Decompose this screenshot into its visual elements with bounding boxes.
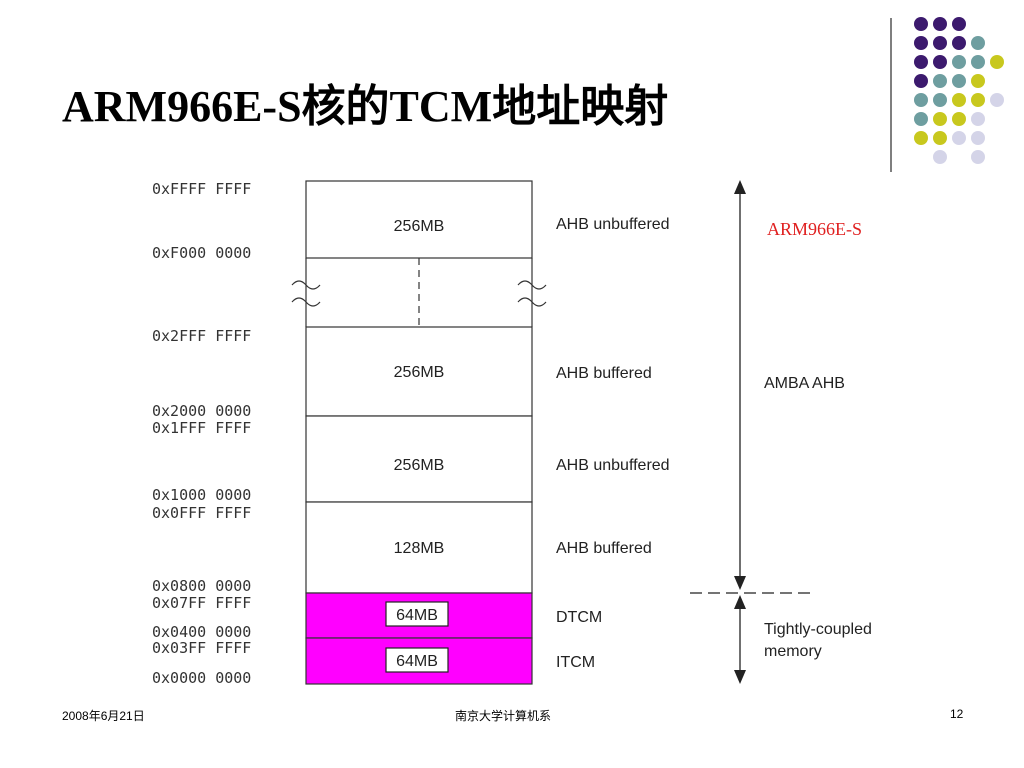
- address-label: 0x1FFF FFFF: [152, 419, 251, 437]
- dot: [933, 93, 947, 107]
- dot: [952, 93, 966, 107]
- dot: [990, 93, 1004, 107]
- region-size: 256MB: [394, 218, 445, 235]
- region-size: 64MB: [396, 653, 438, 670]
- arrow-head-down: [734, 670, 746, 684]
- region-label: AHB buffered: [556, 540, 652, 557]
- title-divider: [890, 18, 892, 172]
- tcm-label-line2: memory: [764, 643, 822, 660]
- dot: [952, 17, 966, 31]
- dot: [933, 36, 947, 50]
- address-label: 0x0800 0000: [152, 577, 251, 595]
- dot: [933, 17, 947, 31]
- footer-date: 2008年6月21日: [62, 709, 145, 723]
- region-size: 256MB: [394, 457, 445, 474]
- region-size: 128MB: [394, 540, 445, 557]
- dot: [952, 55, 966, 69]
- address-label: 0x1000 0000: [152, 486, 251, 504]
- address-label: 0x03FF FFFF: [152, 639, 251, 657]
- size-box: [385, 647, 449, 673]
- dot: [990, 55, 1004, 69]
- region-label: AHB unbuffered: [556, 457, 670, 474]
- dot: [914, 112, 928, 126]
- break-mark: [291, 280, 321, 307]
- address-label: 0x0400 0000: [152, 623, 251, 641]
- arrow-head-up: [734, 595, 746, 609]
- dot: [914, 74, 928, 88]
- address-label: 0x0000 0000: [152, 669, 251, 687]
- memory-block: [305, 415, 533, 503]
- address-label: 0xF000 0000: [152, 244, 251, 262]
- dot: [914, 36, 928, 50]
- page-number: 12: [950, 707, 964, 721]
- dot: [914, 55, 928, 69]
- address-label: 0x0FFF FFFF: [152, 504, 251, 522]
- dot: [952, 112, 966, 126]
- dot: [914, 131, 928, 145]
- dot: [914, 93, 928, 107]
- chip-label: ARM966E-S: [767, 219, 862, 239]
- dot: [933, 55, 947, 69]
- slide-title: ARM966E-S核的TCM地址映射: [62, 82, 669, 131]
- region-size: 64MB: [396, 607, 438, 624]
- memory-block: [305, 501, 533, 594]
- dot: [971, 131, 985, 145]
- region-label: AHB buffered: [556, 365, 652, 382]
- tcm-label-line1: Tightly-coupled: [764, 621, 872, 638]
- dot: [952, 74, 966, 88]
- dot: [952, 36, 966, 50]
- dot: [971, 74, 985, 88]
- address-label: 0x2FFF FFFF: [152, 327, 251, 345]
- address-label: 0x2000 0000: [152, 402, 251, 420]
- dot: [933, 74, 947, 88]
- region-label: AHB unbuffered: [556, 216, 670, 233]
- dot: [952, 131, 966, 145]
- region-size: 256MB: [394, 364, 445, 381]
- break-mark: [517, 280, 547, 307]
- address-label: 0x07FF FFFF: [152, 594, 251, 612]
- dot: [914, 17, 928, 31]
- dot: [971, 55, 985, 69]
- address-label: 0xFFFF FFFF: [152, 180, 251, 198]
- arrow-head-down: [734, 576, 746, 590]
- region-label: ITCM: [556, 654, 595, 671]
- dot: [971, 112, 985, 126]
- dot: [933, 131, 947, 145]
- bus-label: AMBA AHB: [764, 375, 845, 392]
- memory-block: [305, 180, 533, 259]
- memory-block: [305, 326, 533, 417]
- dot: [971, 93, 985, 107]
- footer-organization: 南京大学计算机系: [455, 709, 552, 723]
- dot: [971, 36, 985, 50]
- size-box: [385, 601, 449, 627]
- dot: [933, 150, 947, 164]
- dot: [933, 112, 947, 126]
- region-label: DTCM: [556, 609, 602, 626]
- dot: [971, 150, 985, 164]
- arrow-head-up: [734, 180, 746, 194]
